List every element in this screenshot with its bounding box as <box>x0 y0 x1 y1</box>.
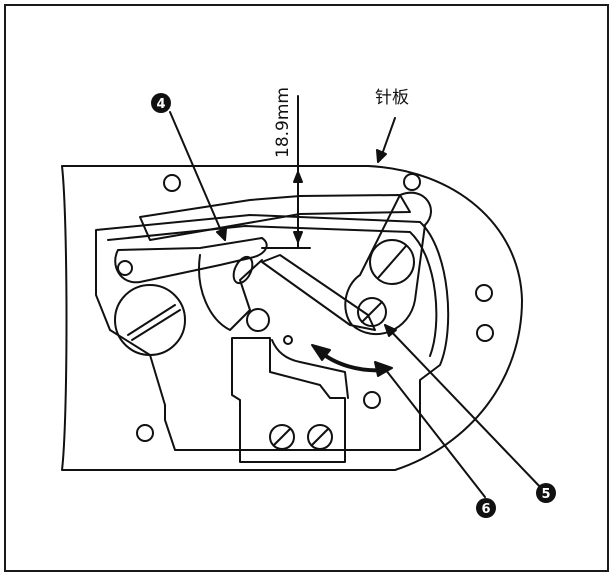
callout-5: 5 <box>536 483 556 503</box>
center-slot <box>232 255 254 285</box>
figure-frame <box>4 4 609 572</box>
svg-text:4: 4 <box>156 97 165 112</box>
plate-hole <box>403 173 421 191</box>
bottom-bracket <box>231 337 346 463</box>
dimension-label: 18.9mm <box>273 87 293 158</box>
needle-plate-label: 针板 <box>375 88 409 108</box>
plate-recess <box>95 214 450 451</box>
needle-plate-outline <box>61 165 523 471</box>
leader-5 <box>384 324 544 491</box>
left-pivot <box>117 260 133 276</box>
leader-4 <box>169 111 226 241</box>
left-screw <box>114 284 186 356</box>
svg-text:5: 5 <box>541 487 550 502</box>
leader-6 <box>381 364 486 498</box>
plate-hole <box>475 284 493 302</box>
plate-hole <box>163 174 181 192</box>
callout-6: 6 <box>476 498 496 518</box>
right-screw-lower <box>357 297 387 327</box>
plate-hole <box>283 335 293 345</box>
upper-bar <box>139 194 411 241</box>
plate-recess-inner <box>107 225 438 357</box>
center-link <box>198 254 263 331</box>
plate-hole <box>476 324 494 342</box>
callout-4: 4 <box>151 93 171 113</box>
plate-hole <box>363 391 381 409</box>
svg-text:6: 6 <box>481 502 490 517</box>
left-screw-slot <box>127 304 176 336</box>
bracket-screw-right <box>307 424 333 450</box>
center-pin <box>246 308 270 332</box>
bracket-screw-left <box>269 424 295 450</box>
right-screw-upper <box>369 239 415 285</box>
plate-hole <box>136 424 154 442</box>
